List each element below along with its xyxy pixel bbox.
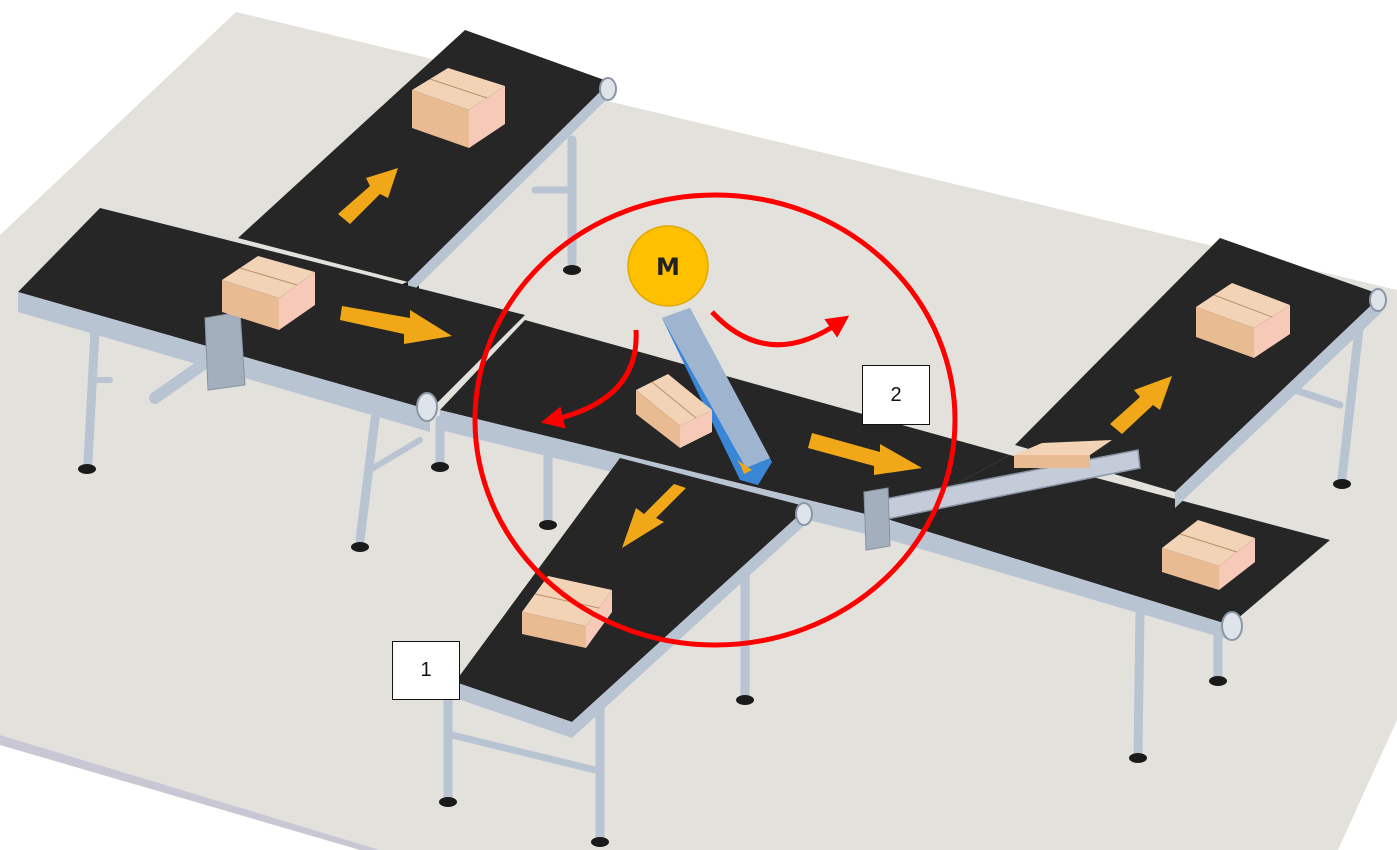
station-label-1: 1 [392, 641, 460, 700]
station-label-2: 2 [862, 365, 930, 425]
pusher-housing [205, 312, 245, 390]
motor: M [628, 226, 708, 306]
motor-label: M [656, 253, 680, 281]
